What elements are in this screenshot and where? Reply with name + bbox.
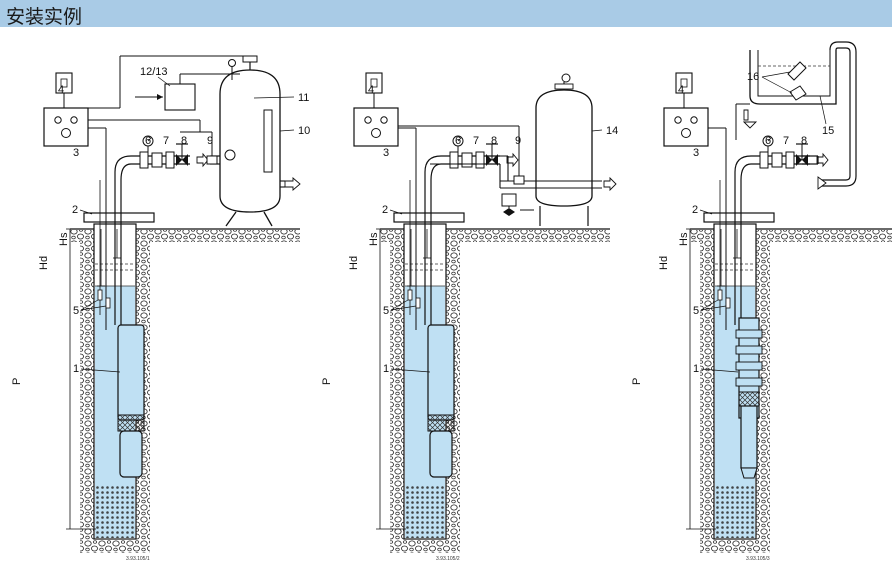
label-hd-b: Hd: [348, 256, 360, 270]
pressure-tank-10: [210, 55, 301, 227]
label-14: 14: [606, 125, 618, 137]
label-4: 4: [58, 84, 64, 96]
label-p-b: P: [321, 378, 333, 385]
label-4c: 4: [678, 84, 684, 96]
label-5b: 5: [383, 305, 389, 317]
label-9b: 9: [515, 135, 521, 147]
pressure-switch-9: [180, 131, 236, 165]
diaphragm-tank-14: [500, 73, 617, 226]
controller-12-13: [88, 55, 245, 132]
label-5: 5: [73, 305, 79, 317]
label-9: 9: [207, 135, 213, 147]
label-7b: 7: [473, 135, 479, 147]
label-7c: 7: [783, 135, 789, 147]
label-8: 8: [181, 135, 187, 147]
label-p: P: [11, 378, 23, 385]
pressure-switch-9b: [398, 125, 525, 188]
page-title: 安装实例: [6, 6, 83, 28]
label-2c: 2: [692, 204, 698, 216]
pump-1: [117, 324, 145, 478]
label-8c: 8: [801, 135, 807, 147]
label-6c: 6: [765, 135, 771, 147]
figure-code-1: 3.93.105/1: [126, 556, 150, 562]
label-1c: 1: [693, 363, 699, 375]
label-hs-c: Hs: [678, 232, 690, 246]
label-hd-c: Hd: [658, 256, 670, 270]
float-switch-16: [735, 61, 807, 140]
figure-code-3: 3.93.105/3: [746, 556, 770, 562]
label-7: 7: [163, 135, 169, 147]
label-16: 16: [747, 71, 759, 83]
label-4b: 4: [368, 84, 374, 96]
label-2: 2: [72, 204, 78, 216]
label-hs-b: Hs: [368, 232, 380, 246]
label-12-13: 12/13: [140, 66, 168, 78]
diagram-3: 4 16 15 6 7 8 3 2 5 1 Hd Hs P 3.93.105/3: [631, 41, 892, 562]
label-8b: 8: [491, 135, 497, 147]
label-10: 10: [298, 125, 310, 137]
label-hd: Hd: [38, 256, 50, 270]
label-2b: 2: [382, 204, 388, 216]
label-3: 3: [73, 147, 79, 159]
label-15: 15: [822, 125, 834, 137]
diagram-2: 4 14 6 7 8 9 3 2 5 1 Hd Hs P 3.93.105/2: [321, 72, 618, 562]
pump-3-multistage: [735, 317, 763, 479]
label-11: 11: [298, 92, 309, 104]
label-1: 1: [73, 363, 79, 375]
label-3c: 3: [693, 147, 699, 159]
label-3b: 3: [383, 147, 389, 159]
elevated-reservoir-15: [749, 41, 857, 190]
figure-code-2: 3.93.105/2: [436, 556, 460, 562]
label-5c: 5: [693, 305, 699, 317]
label-6b: 6: [455, 135, 461, 147]
header-bar: 安装实例: [0, 0, 892, 28]
label-1b: 1: [383, 363, 389, 375]
label-6: 6: [145, 135, 151, 147]
pump-2: [427, 324, 455, 478]
diagram-1: 4 12/13 11 10 6 7 8 9 3 2 5 1 Hd Hs P 3.…: [11, 55, 310, 562]
label-p-c: P: [631, 378, 643, 385]
label-hs: Hs: [58, 232, 70, 246]
